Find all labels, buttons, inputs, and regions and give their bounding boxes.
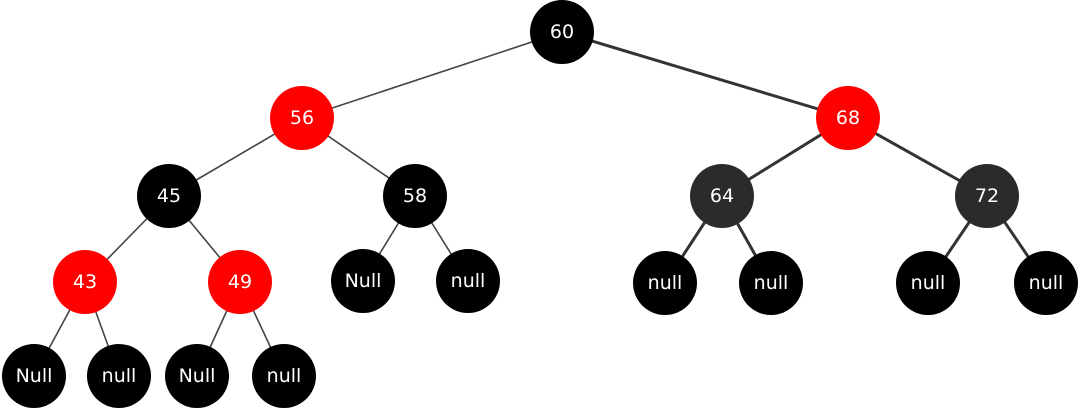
tree-node-l58a: Null xyxy=(331,249,395,313)
node-circle xyxy=(137,164,201,228)
node-circle xyxy=(53,250,117,314)
tree-node-l72a: null xyxy=(896,251,960,315)
node-label: null xyxy=(451,270,486,292)
tree-node-n56: 56 xyxy=(270,86,334,150)
tree-node-l43b: null xyxy=(87,344,151,408)
node-label: 49 xyxy=(228,271,252,293)
tree-node-l43a: Null xyxy=(2,344,66,408)
node-label: 72 xyxy=(975,185,999,207)
node-circle xyxy=(87,344,151,408)
tree-node-n45: 45 xyxy=(137,164,201,228)
node-circle xyxy=(955,164,1019,228)
node-circle xyxy=(896,251,960,315)
node-label: 56 xyxy=(290,107,314,129)
edge-n60-n68 xyxy=(560,30,850,120)
tree-node-l72b: null xyxy=(1014,251,1078,315)
tree-node-n43: 43 xyxy=(53,250,117,314)
node-label: Null xyxy=(345,270,382,292)
node-circle xyxy=(690,164,754,228)
node-label: null xyxy=(1029,272,1064,294)
tree-node-n49: 49 xyxy=(208,250,272,314)
tree-node-l49b: null xyxy=(252,344,316,408)
node-label: Null xyxy=(16,365,53,387)
node-label: 60 xyxy=(550,21,574,43)
node-label: 68 xyxy=(836,107,860,129)
node-label: 64 xyxy=(710,185,734,207)
tree-node-l49a: Null xyxy=(165,344,229,408)
node-circle xyxy=(383,164,447,228)
tree-node-n64: 64 xyxy=(690,164,754,228)
node-circle xyxy=(530,0,594,64)
node-circle xyxy=(165,344,229,408)
node-label: null xyxy=(102,365,137,387)
node-circle xyxy=(208,250,272,314)
node-circle xyxy=(633,251,697,315)
tree-node-l64a: null xyxy=(633,251,697,315)
tree-node-n68: 68 xyxy=(816,86,880,150)
node-label: null xyxy=(267,365,302,387)
tree-node-n60: 60 xyxy=(530,0,594,64)
node-label: Null xyxy=(179,365,216,387)
edge-n60-n56 xyxy=(301,31,563,119)
node-label: null xyxy=(911,272,946,294)
node-circle xyxy=(739,251,803,315)
node-circle xyxy=(270,86,334,150)
node-circle xyxy=(331,249,395,313)
node-label: 45 xyxy=(157,185,181,207)
node-label: 58 xyxy=(403,185,427,207)
node-label: 43 xyxy=(73,271,97,293)
tree-node-l64b: null xyxy=(739,251,803,315)
node-circle xyxy=(1014,251,1078,315)
tree-node-l58b: null xyxy=(436,249,500,313)
tree-node-n58: 58 xyxy=(383,164,447,228)
node-label: null xyxy=(648,272,683,294)
tree-node-n72: 72 xyxy=(955,164,1019,228)
node-circle xyxy=(252,344,316,408)
node-circle xyxy=(436,249,500,313)
node-circle xyxy=(2,344,66,408)
node-label: null xyxy=(754,272,789,294)
node-circle xyxy=(816,86,880,150)
